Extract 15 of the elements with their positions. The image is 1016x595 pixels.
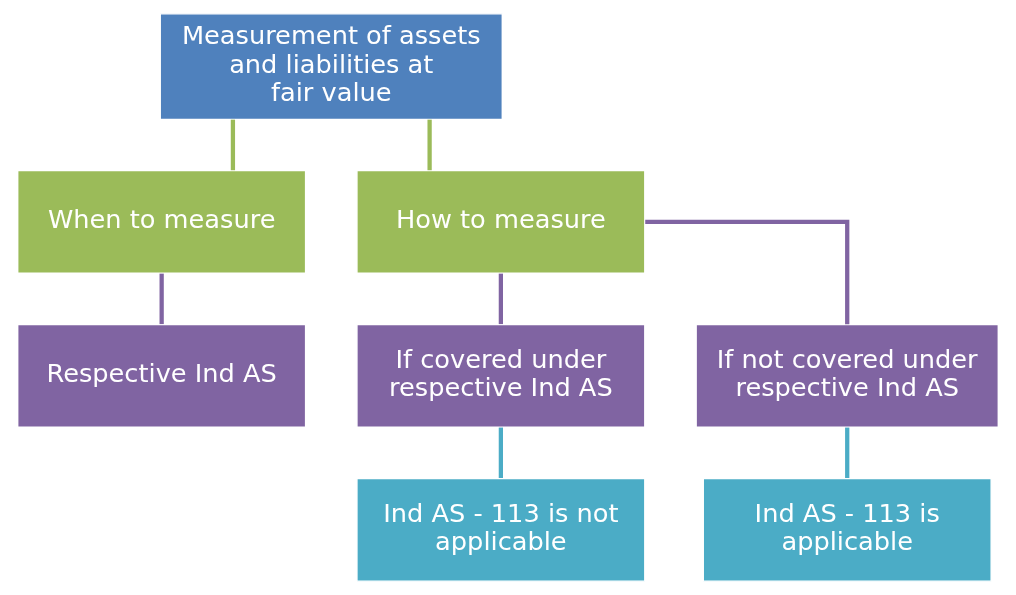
connector: [845, 427, 850, 478]
node-box: If not covered under respective Ind AS: [695, 323, 999, 428]
connector: [159, 273, 164, 325]
node-box: Ind AS - 113 is applicable: [702, 477, 992, 582]
node-box: Ind AS - 113 is not applicable: [356, 477, 646, 582]
connector: [498, 273, 503, 325]
connector: [230, 119, 236, 171]
node-box: How to measure: [356, 169, 646, 274]
node-box: If covered under respective Ind AS: [356, 323, 646, 428]
node-box: Measurement of assets and liabilities at fair value: [159, 13, 503, 121]
node-box: When to measure: [17, 169, 307, 274]
connector: [498, 427, 503, 478]
node-box: Respective Ind AS: [17, 323, 307, 428]
connector: [427, 119, 432, 171]
connector: [645, 219, 850, 325]
